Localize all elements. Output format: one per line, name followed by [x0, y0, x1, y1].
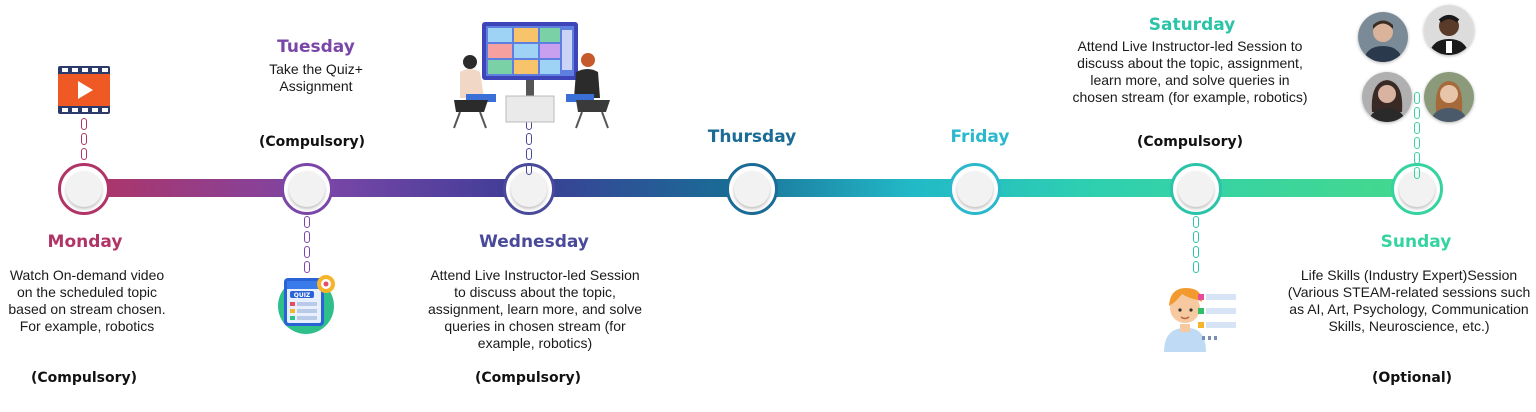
day-label-saturday: Saturday [1148, 15, 1236, 35]
description-wednesday: Attend Live Instructor-led Session to di… [428, 267, 642, 351]
expert-avatar-4 [1424, 72, 1474, 122]
description-sunday: Life Skills (Industry Expert)Session (Va… [1287, 267, 1531, 334]
timeline-node-monday [58, 163, 110, 215]
connector-sunday [1414, 92, 1420, 182]
requirement-monday: (Compulsory) [30, 370, 138, 386]
timeline-node-thursday [726, 163, 778, 215]
quiz-icon-label: QUIZ [294, 292, 311, 299]
instructor-icon [1158, 272, 1240, 359]
connector-tuesday [304, 216, 310, 276]
description-tuesday: Take the Quiz+ Assignment [269, 61, 363, 94]
description-saturday: Attend Live Instructor-led Session to di… [1072, 38, 1308, 105]
day-label-wednesday: Wednesday [479, 232, 589, 252]
requirement-wednesday: (Compulsory) [474, 370, 582, 386]
day-label-thursday: Thursday [707, 127, 797, 147]
day-label-monday: Monday [47, 232, 123, 252]
day-label-tuesday: Tuesday [277, 37, 355, 57]
day-label-sunday: Sunday [1380, 232, 1452, 252]
quiz-icon: QUIZ [276, 270, 340, 339]
expert-avatar-2 [1424, 5, 1474, 55]
timeline-node-tuesday [281, 163, 333, 215]
expert-avatar-1 [1358, 12, 1408, 62]
requirement-sunday: (Optional) [1371, 370, 1453, 386]
timeline-node-wednesday [503, 163, 555, 215]
connector-monday [81, 118, 87, 163]
timeline-node-saturday [1170, 163, 1222, 215]
timeline-node-friday [949, 163, 1001, 215]
requirement-saturday: (Compulsory) [1136, 134, 1244, 150]
requirement-tuesday: (Compulsory) [258, 134, 366, 150]
timeline-node-sunday [1391, 163, 1443, 215]
live-session-illustration [448, 20, 618, 135]
day-label-friday: Friday [950, 127, 1010, 147]
expert-avatar-3 [1362, 72, 1412, 122]
video-clapper-icon [56, 64, 112, 121]
description-monday: Watch On-demand video on the scheduled t… [8, 267, 166, 334]
connector-saturday [1193, 216, 1199, 276]
